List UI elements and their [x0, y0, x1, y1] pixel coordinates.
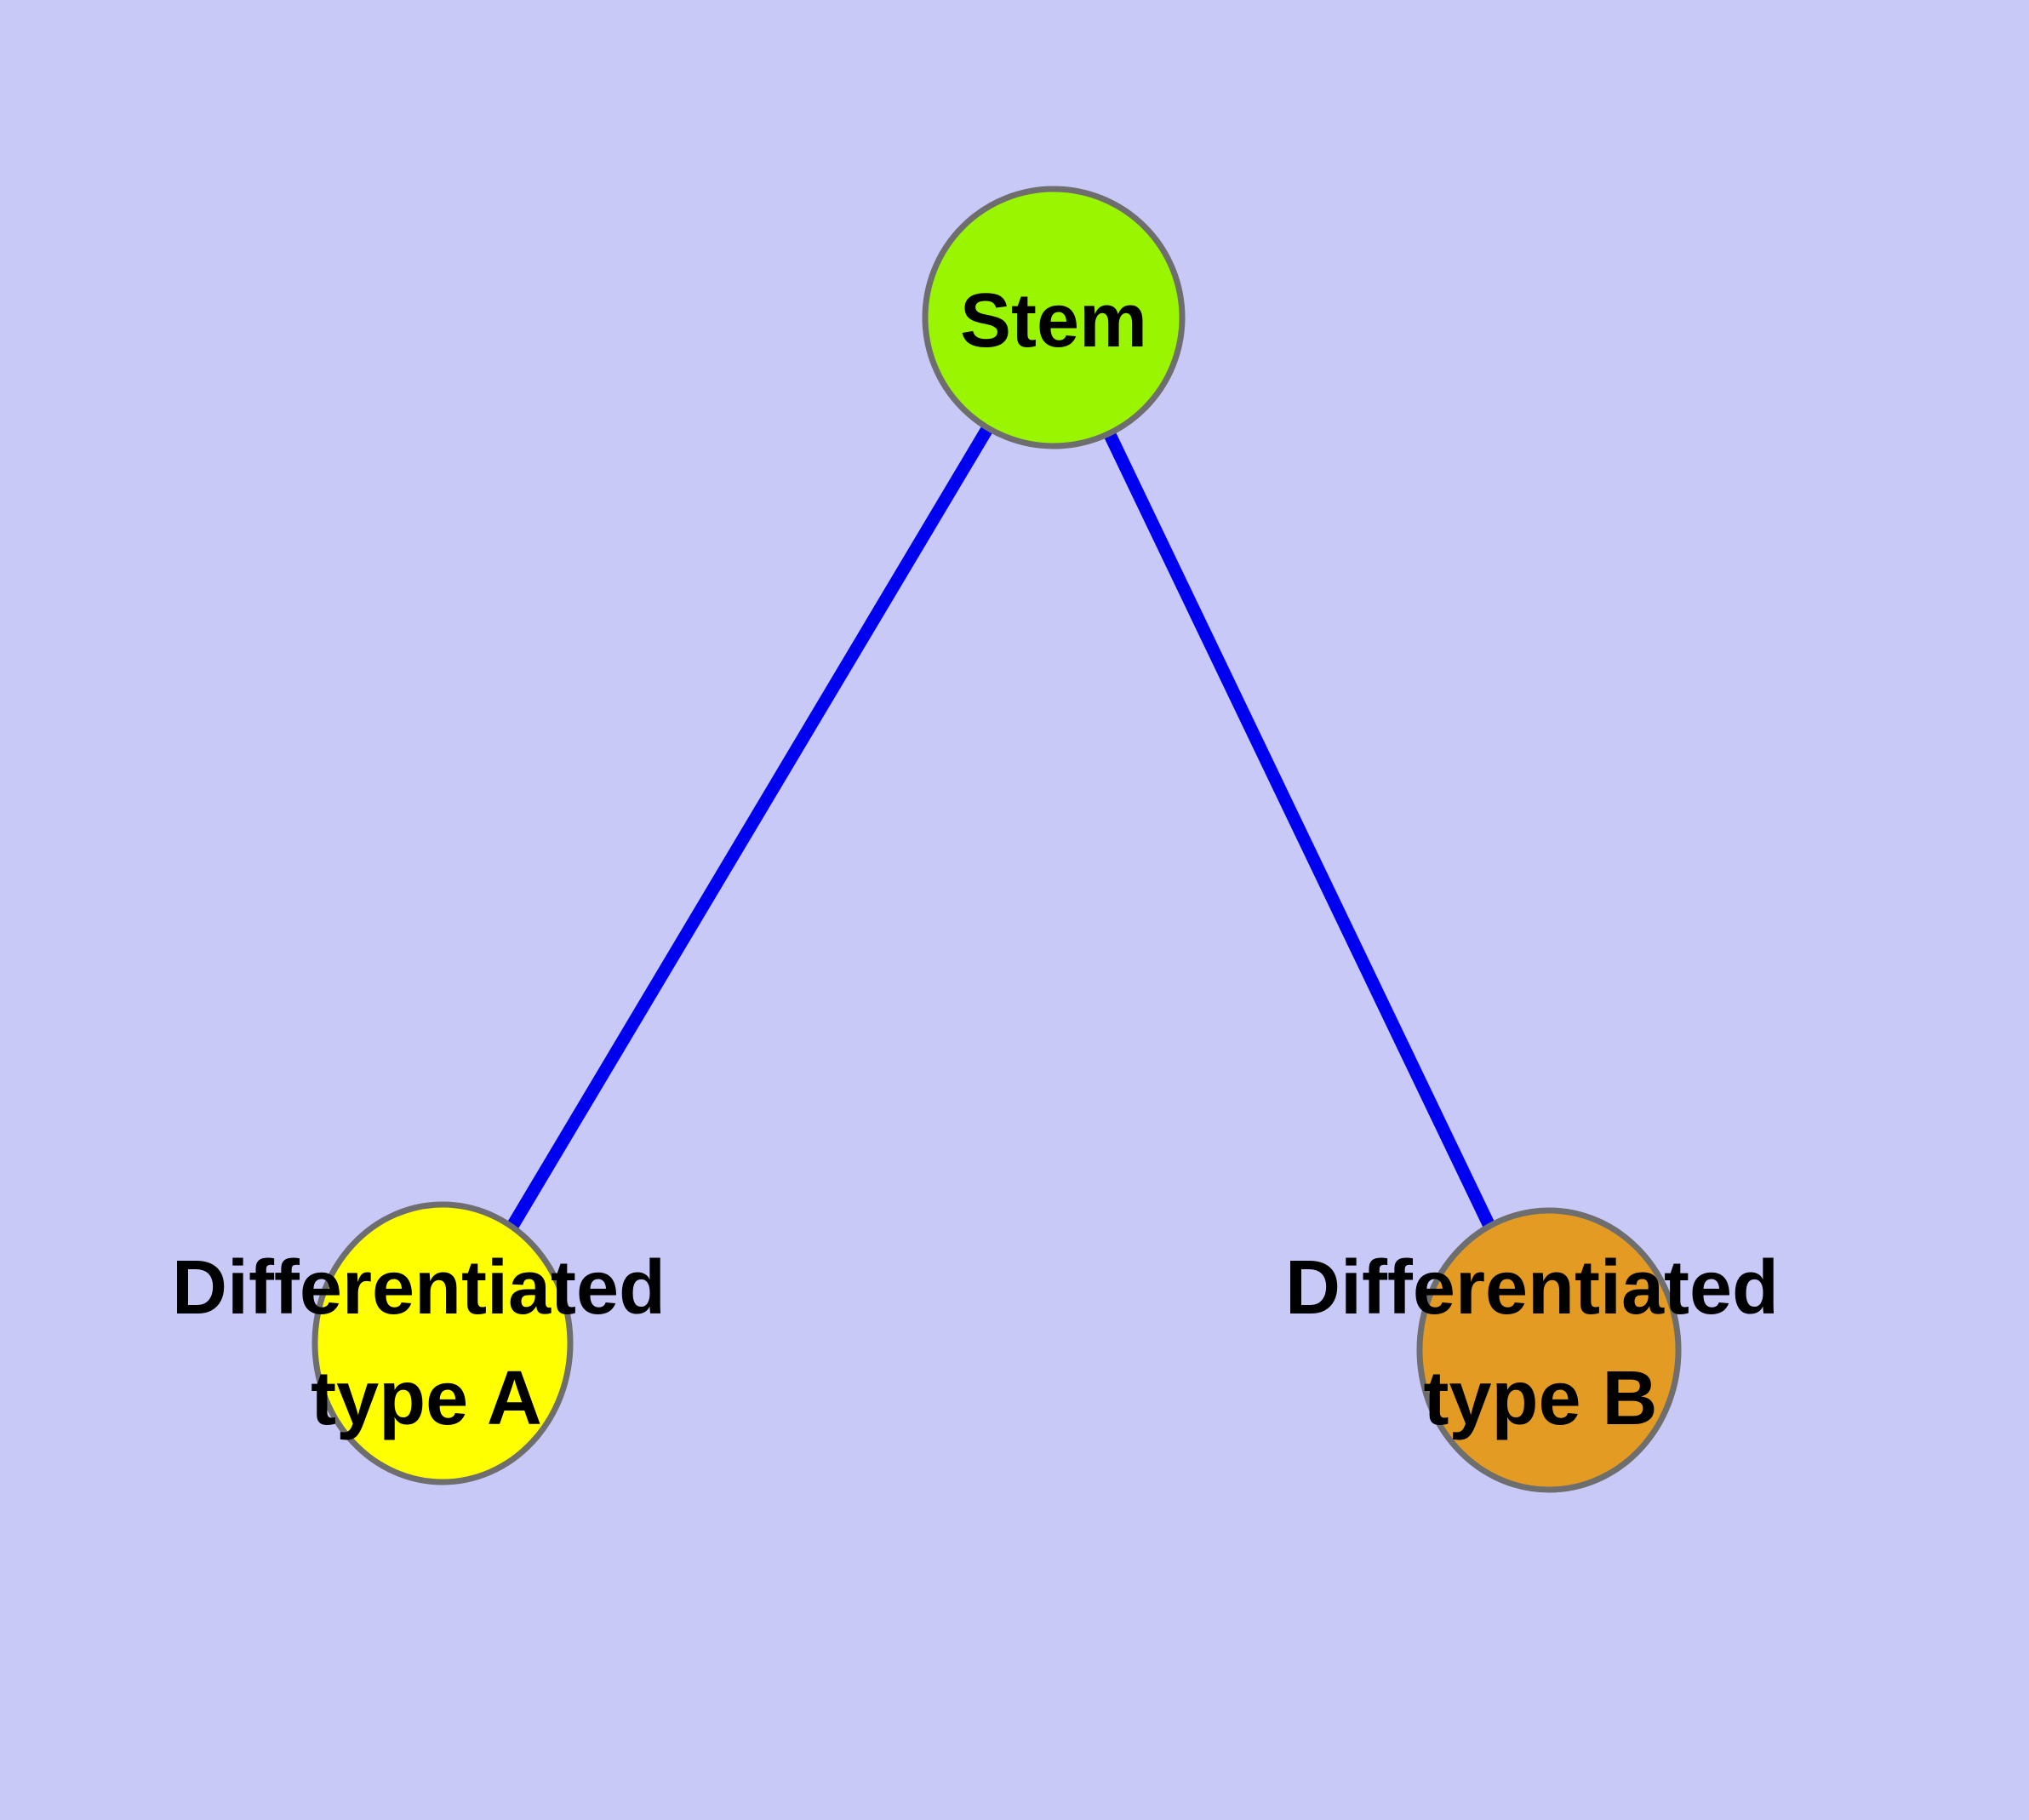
- node-type-a-label-line-1: Differentiated: [172, 1245, 666, 1331]
- node-type-a-label-line-2: type A: [311, 1356, 542, 1441]
- edge-stem-to-type-a: [437, 314, 1060, 1347]
- node-type-b-label-line-1: Differentiated: [1285, 1245, 1779, 1331]
- node-stem-label: Stem: [960, 278, 1147, 363]
- node-differentiated-type-b: [1416, 1207, 1682, 1493]
- edge-stem-to-type-b: [1048, 314, 1555, 1354]
- node-type-b-label-line-2: type B: [1423, 1356, 1657, 1441]
- node-differentiated-type-a: [311, 1201, 574, 1485]
- node-stem: [922, 186, 1186, 449]
